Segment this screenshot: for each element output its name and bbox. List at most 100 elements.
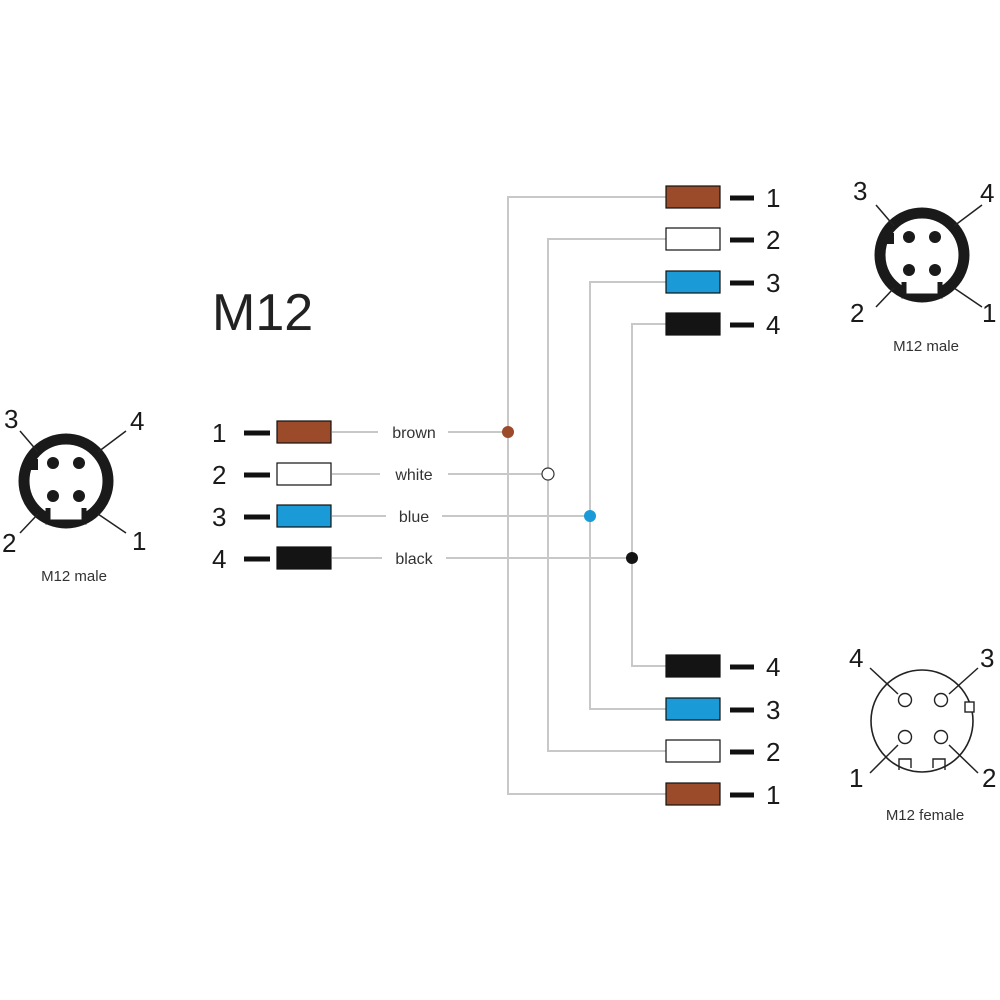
connector-pin-label: 2	[2, 528, 16, 558]
m12-male-connector-top: 3 4 2 1 M12 male	[850, 176, 996, 355]
left-pin-list: 1 brown 2 white 3 blue 4 black	[212, 418, 448, 574]
right-bottom-pin-list: 4 3 2 1	[665, 652, 780, 810]
wire-color-swatch	[665, 227, 721, 251]
label-bg	[380, 464, 448, 484]
right-top-pin-list: 1 2 3 4	[665, 183, 780, 340]
connector-pin-label: 4	[849, 643, 863, 673]
leader-line	[97, 513, 127, 534]
pin-socket	[897, 729, 913, 745]
left-pin-row: 1 brown	[212, 418, 448, 448]
right-pin-row: 3	[665, 695, 780, 725]
junction-brown	[502, 426, 514, 438]
wire-color-label: white	[394, 467, 432, 484]
wire-color-swatch	[665, 782, 721, 806]
wire-color-swatch	[665, 185, 721, 209]
junction-blue	[584, 510, 596, 522]
leader-line	[869, 744, 899, 774]
pin-socket	[933, 729, 949, 745]
pin-hole	[73, 457, 85, 469]
connector-pin-label: 1	[982, 298, 996, 328]
connector-pin-label: 3	[853, 176, 867, 206]
right-pin-row: 2	[665, 225, 780, 255]
connector-key	[886, 233, 894, 244]
left-pin-row: 2 white	[212, 460, 448, 490]
pin-number: 3	[212, 502, 226, 532]
pin-hole	[929, 264, 941, 276]
pin-hole	[47, 457, 59, 469]
right-pin-row: 4	[665, 652, 780, 682]
leader-line	[97, 430, 127, 453]
connector-pin-label: 1	[132, 526, 146, 556]
leader-line	[875, 204, 895, 227]
connector-key	[964, 701, 975, 713]
pin-number: 2	[766, 737, 780, 767]
connector-notch	[901, 282, 943, 299]
pin-number: 4	[766, 652, 780, 682]
connector-pin-label: 2	[850, 298, 864, 328]
right-pin-row: 4	[665, 310, 780, 340]
connector-label: M12 male	[41, 568, 107, 585]
wire-color-swatch	[665, 739, 721, 763]
junction-white	[541, 467, 555, 481]
leader-line	[869, 667, 899, 695]
connector-pin-label: 4	[130, 406, 144, 436]
pin-number: 1	[766, 780, 780, 810]
pin-number: 3	[766, 695, 780, 725]
wire-color-swatch	[665, 312, 721, 336]
wire-color-label: brown	[392, 425, 436, 442]
leader-line	[19, 513, 39, 534]
wire-color-swatch	[665, 697, 721, 721]
wires	[332, 196, 666, 795]
connector-notch	[45, 508, 87, 525]
pin-number: 1	[212, 418, 226, 448]
junctions	[502, 426, 638, 564]
pin-number: 2	[766, 225, 780, 255]
connector-pin-label: 1	[849, 763, 863, 793]
connector-label: M12 male	[893, 338, 959, 355]
junction-black	[626, 552, 638, 564]
leader-line	[19, 430, 39, 453]
left-pin-row: 3 blue	[212, 502, 442, 532]
wire-color-label: blue	[399, 509, 429, 526]
connector-pin-label: 2	[982, 763, 996, 793]
pin-number: 1	[766, 183, 780, 213]
connector-key	[30, 459, 38, 470]
leader-line	[953, 204, 983, 227]
pin-hole	[73, 490, 85, 502]
pin-number: 4	[766, 310, 780, 340]
wire-color-swatch	[665, 270, 721, 294]
diagram-title: M12	[212, 284, 313, 342]
label-bg	[382, 548, 446, 568]
wire-white-trunk	[547, 238, 666, 752]
pin-socket	[933, 692, 949, 708]
pin-hole	[929, 231, 941, 243]
m12-male-connector-left: 3 4 2 1 M12 male	[2, 404, 146, 585]
wire-brown-trunk	[507, 196, 666, 795]
pin-number: 4	[212, 544, 226, 574]
right-pin-row: 3	[665, 268, 780, 298]
wire-color-swatch	[276, 546, 332, 570]
connector-notch	[898, 758, 912, 770]
connector-pin-label: 3	[4, 404, 18, 434]
pin-socket	[897, 692, 913, 708]
left-pin-row: 4 black	[212, 544, 446, 574]
leader-line	[948, 667, 979, 695]
wire-black-trunk	[631, 323, 666, 667]
connector-label: M12 female	[886, 807, 964, 824]
right-pin-row: 1	[665, 780, 780, 810]
pin-hole	[903, 231, 915, 243]
connector-notch	[932, 758, 946, 770]
wire-color-swatch	[276, 462, 332, 486]
label-bg	[378, 422, 448, 442]
right-pin-row: 1	[665, 183, 780, 213]
pin-number: 3	[766, 268, 780, 298]
pin-hole	[903, 264, 915, 276]
wire-color-label: black	[395, 551, 433, 568]
wire-color-swatch	[276, 504, 332, 528]
pin-number: 2	[212, 460, 226, 490]
wire-color-swatch	[276, 420, 332, 444]
leader-line	[953, 287, 983, 308]
wire-color-swatch	[665, 654, 721, 678]
m12-female-connector-bottom: 4 3 1 2 M12 female	[849, 643, 996, 824]
